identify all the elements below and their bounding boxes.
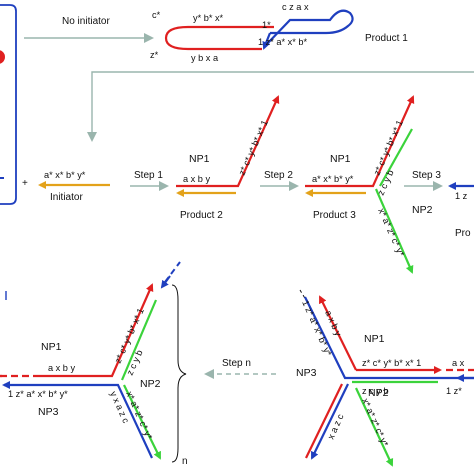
- product1-cstar: c*: [152, 10, 161, 20]
- br-blue-lower: [311, 383, 349, 460]
- initiator-label: Initiator: [50, 192, 83, 203]
- product3-green-strand-up: [379, 128, 413, 187]
- plus-sign: +: [22, 178, 28, 189]
- product1-top-seq: c z a x: [282, 2, 309, 12]
- br-green-lower-seq: x* a* z* c* y*: [360, 397, 390, 449]
- step3-arrow: Step 3: [404, 170, 443, 191]
- product2-red-strand: [176, 95, 280, 188]
- bl-green-up: [120, 299, 158, 381]
- product1-one-star: 1*: [262, 20, 271, 30]
- bl-np2: NP2: [140, 378, 161, 390]
- br-red-diag-seq: a x b y: [323, 309, 343, 338]
- product4-partial: 1 z Pro: [448, 182, 474, 239]
- br-red-diag: [319, 295, 357, 371]
- feedback-arrow: [87, 71, 474, 142]
- step-n-label: Step n: [222, 358, 251, 369]
- bl-blue-strand: [40, 383, 153, 459]
- product3-diag: z* c* y* b* x* 1: [372, 119, 405, 177]
- bl-blue-seq: 1 z* a* x* b* y*: [8, 389, 68, 399]
- red-dot: [0, 50, 5, 64]
- bottom-right-junction: NP1 NP3 NP2 1 z* a* x* b* y* a x b y z* …: [296, 289, 474, 467]
- bl-np1: NP1: [41, 341, 62, 353]
- bottom-left-junction: NP1 NP2 NP3 a x b y z* c* y* b* x* 1 z c…: [0, 261, 188, 467]
- product3-np1: NP1: [330, 153, 351, 165]
- product1-zstar: z*: [150, 50, 159, 60]
- product2-label: Product 2: [180, 210, 223, 221]
- product1-hairpin: c* z* y* b* x* y b x a c z a x 1* 1 z* a…: [150, 2, 408, 63]
- product4-label: Pro: [455, 228, 471, 239]
- initiator-seq: a* x* b* y*: [44, 170, 86, 180]
- bl-red-seq: a x b y: [48, 363, 75, 373]
- br-np1: NP1: [364, 333, 385, 345]
- br-red-lower: [305, 383, 343, 459]
- bl-brace: [171, 284, 187, 463]
- step1-arrow: Step 1: [130, 170, 169, 191]
- step-n-arrow: Step n: [204, 358, 276, 379]
- product1-blue-strand: [265, 9, 354, 46]
- product2-diag: z* c* y* b* x* 1: [237, 119, 270, 177]
- no-initiator-arrow: No initiator: [24, 16, 154, 43]
- br-blue-lower-seq: x a z c: [326, 412, 346, 441]
- product4-seq: 1 z: [455, 191, 468, 201]
- br-dotted: [299, 289, 307, 301]
- br-red-seq: z* c* y* b* x* 1: [362, 358, 421, 368]
- step1-label: Step 1: [134, 170, 163, 181]
- product2-np1: NP1: [189, 153, 210, 165]
- br-right-seq2: 1 z*: [446, 386, 462, 396]
- bl-green-down: [123, 384, 161, 460]
- product3-np2: NP2: [412, 204, 433, 216]
- product3-green-strand: [374, 188, 414, 274]
- product2: NP1 a x b y z* c* y* b* x* 1 Product 2: [176, 95, 280, 221]
- bl-green-seq: z c y b: [125, 348, 145, 376]
- br-blue-diag-seq: 1 z* a* x* b* y*: [300, 299, 334, 358]
- initiator-group: + a* x* b* y* Initiator: [22, 170, 110, 203]
- br-np2: NP2: [368, 387, 389, 399]
- br-green-down: [355, 387, 394, 467]
- product1-mid-seq: 1 z* a* x* b*: [258, 37, 307, 47]
- product1-red-strand: [164, 25, 274, 51]
- product3: NP1 a* x* b* y* z* c* y* b* x* 1 z c y b…: [305, 95, 433, 274]
- bl-np3: NP3: [38, 406, 59, 418]
- step2-label: Step 2: [264, 170, 293, 181]
- product3-red-strand: [305, 95, 415, 188]
- product3-label: Product 3: [313, 210, 356, 221]
- product1-label: Product 1: [365, 33, 408, 44]
- br-blue-strand: [304, 296, 474, 380]
- br-right-seq: a x: [452, 358, 465, 368]
- no-initiator-label: No initiator: [62, 16, 110, 27]
- br-np3: NP3: [296, 367, 317, 379]
- bl-n-label: n: [182, 456, 188, 467]
- product3-seq: a* x* b* y*: [312, 174, 354, 184]
- bl-red-strand: [40, 283, 154, 378]
- product1-upper-seq: y* b* x*: [193, 13, 224, 23]
- br-green-seq: z c y b: [362, 386, 389, 396]
- step2-arrow: Step 2: [260, 170, 299, 191]
- left-panel-box: [0, 4, 17, 205]
- product3-green-diag: x* a* z* c* y*: [376, 207, 406, 259]
- product2-seq: a x b y: [183, 174, 210, 184]
- step3-label: Step 3: [412, 170, 441, 181]
- product1-lower-seq: y b x a: [191, 53, 219, 63]
